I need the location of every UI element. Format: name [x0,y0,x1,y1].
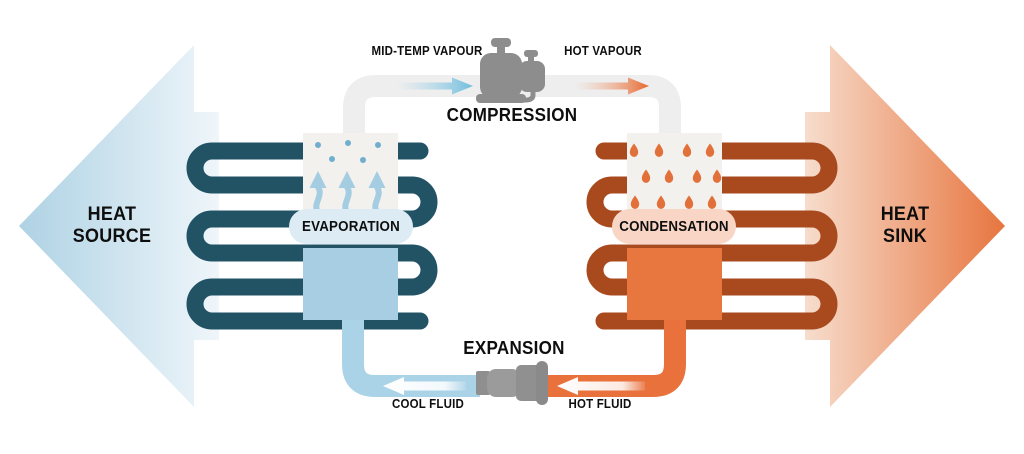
evaporation-pill [289,209,413,244]
evaporator-coil-icon [186,142,438,330]
condensation-pill [612,209,736,244]
condensation-label: CONDENSATION [619,219,729,235]
cool-fluid-flow-arrow [383,377,466,395]
expansion-valve-icon [476,361,548,405]
heat-source-arrow [19,45,219,407]
cool-fluid-pipe [342,318,480,397]
hot-vapour-flow-arrow [574,77,649,95]
evaporator-liquid-box [303,248,398,320]
mid-temp-vapour-flow-arrow [396,77,473,95]
compressor-icon [476,38,545,103]
expansion-label: EXPANSION [463,337,565,358]
hot-vapour-label: HOT VAPOUR [564,44,642,58]
hot-fluid-flow-arrow [557,377,645,395]
vapour-dots-icon [315,140,381,163]
condenser-coil-icon [586,142,838,330]
heat-sink-arrow [805,45,1005,407]
evaporation-label: EVAPORATION [302,219,400,235]
mid-temp-vapour-label: MID-TEMP VAPOUR [371,44,483,58]
heat-source-label: HEAT SOURCE [72,203,152,247]
condenser-liquid-box [627,248,722,320]
compression-label: COMPRESSION [446,104,578,125]
cool-fluid-label: COOL FLUID [392,397,464,411]
hot-fluid-label: HOT FLUID [568,397,632,411]
heat-sink-label: HEAT SINK [880,203,930,247]
condenser-vapour-box [627,133,722,215]
hot-fluid-pipe [546,318,686,397]
